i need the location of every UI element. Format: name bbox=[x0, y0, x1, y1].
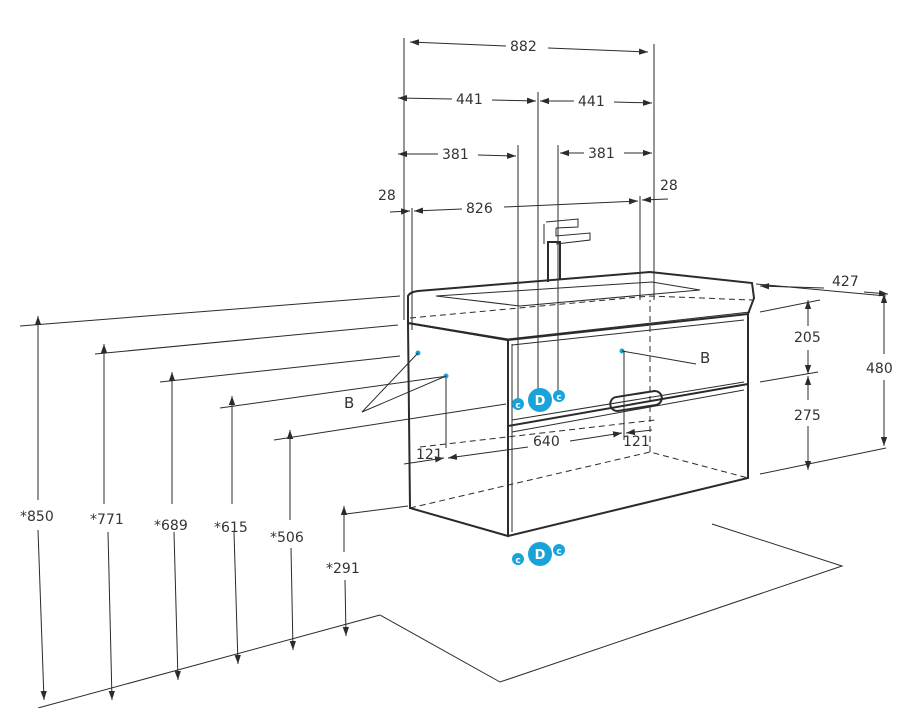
dim-front-middle: 640 bbox=[533, 434, 560, 450]
drawer-one-bottom bbox=[511, 381, 745, 421]
utility-symbol-upper: D c c bbox=[512, 388, 565, 412]
cold-water-icon bbox=[512, 398, 524, 410]
utility-symbol-floor: D c c bbox=[512, 542, 565, 566]
drain-label: D bbox=[535, 394, 546, 409]
dim-half-left: 441 bbox=[456, 92, 483, 108]
floor-height-dimensions bbox=[19, 295, 507, 708]
dim-half-right: 441 bbox=[578, 94, 605, 110]
drawer-two-top bbox=[511, 389, 745, 433]
drawer-handle bbox=[609, 390, 663, 412]
dim-total-width: 882 bbox=[510, 39, 537, 55]
dim-side-right: 381 bbox=[588, 146, 615, 162]
cabinet-front bbox=[507, 312, 749, 537]
dim-side-left: 381 bbox=[442, 147, 469, 163]
basin-lower-edge bbox=[409, 311, 751, 340]
cold-water-label: c bbox=[515, 556, 520, 566]
cabinet-left-side bbox=[406, 321, 509, 538]
label-b-right: B bbox=[700, 349, 710, 367]
basin-bowl bbox=[435, 281, 701, 307]
dim-front-right: 121 bbox=[623, 434, 650, 450]
dim-edge-left: 28 bbox=[378, 188, 396, 204]
hidden-lines bbox=[409, 295, 753, 509]
dim-inner-width: 826 bbox=[466, 201, 493, 217]
dim-882-bg bbox=[508, 36, 546, 56]
drain-label: D bbox=[535, 548, 546, 563]
cold-water-label: c bbox=[515, 401, 520, 411]
dim-edge-right: 28 bbox=[660, 178, 678, 194]
faucet-icon bbox=[543, 218, 591, 282]
cold-water-icon bbox=[512, 553, 524, 565]
dim-height-total: 480 bbox=[866, 361, 893, 377]
front-dimension bbox=[403, 352, 653, 465]
basin-outline bbox=[407, 270, 756, 340]
cabinet-outline bbox=[406, 312, 749, 538]
basin-rim bbox=[407, 270, 756, 323]
side-dimensions bbox=[755, 283, 889, 475]
dim-floor-850: *850 bbox=[20, 509, 54, 525]
hot-water-icon bbox=[553, 390, 565, 402]
dim-front-left: 121 bbox=[416, 447, 443, 463]
drain-icon bbox=[528, 388, 552, 412]
floor-outline bbox=[379, 523, 844, 683]
hot-water-icon bbox=[553, 544, 565, 556]
hot-water-label: c bbox=[556, 547, 561, 557]
drawer-top-inner bbox=[511, 319, 745, 346]
drain-icon bbox=[528, 542, 552, 566]
label-b-left: B bbox=[344, 394, 354, 412]
point-markers bbox=[361, 348, 697, 413]
dim-height-bottom: 275 bbox=[794, 408, 821, 424]
drawer-divider bbox=[507, 383, 749, 427]
dim-floor-771: *771 bbox=[90, 512, 124, 528]
top-dimensions bbox=[389, 38, 669, 400]
dim-depth: 427 bbox=[832, 274, 859, 290]
dim-floor-615: *615 bbox=[214, 520, 248, 536]
hot-water-label: c bbox=[556, 393, 561, 403]
dim-floor-291: *291 bbox=[326, 561, 360, 577]
dim-floor-689: *689 bbox=[154, 518, 188, 534]
dim-height-top: 205 bbox=[794, 330, 821, 346]
dim-floor-506: *506 bbox=[270, 530, 304, 546]
